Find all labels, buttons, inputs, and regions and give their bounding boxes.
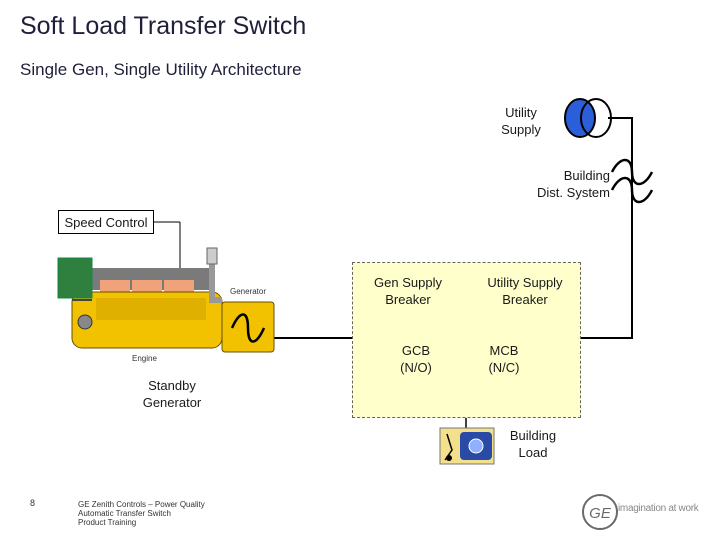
generator-illustration — [221, 301, 275, 353]
svg-text:GE: GE — [589, 505, 612, 522]
building-load-label: Building Load — [509, 428, 557, 460]
page-title: Soft Load Transfer Switch — [20, 12, 307, 40]
utility-transformer-icon — [564, 98, 612, 138]
mcb-label: MCB (N/C) — [488, 343, 520, 375]
utility-supply-breaker-label: Utility Supply Breaker — [487, 275, 563, 307]
building-dist-ac-icon — [610, 158, 654, 204]
engine-illustration — [57, 247, 223, 349]
standby-generator-label: Standby Generator — [142, 378, 202, 410]
gen-supply-breaker-label: Gen Supply Breaker — [374, 275, 442, 307]
generator-small-label: Generator — [230, 287, 267, 296]
speed-control-box: Speed Control — [58, 210, 154, 234]
gcb-label: GCB (N/O) — [400, 343, 432, 375]
brand-tagline: imagination at work — [618, 503, 699, 514]
utility-supply-label: Utility Supply — [501, 105, 541, 137]
building-dist-label: Building Dist. System — [537, 168, 610, 200]
building-load-icon — [439, 427, 495, 465]
page-subtitle: Single Gen, Single Utility Architecture — [20, 60, 302, 79]
engine-small-label: Engine — [132, 354, 157, 363]
switchgear-panel — [352, 262, 581, 418]
footer-note: GE Zenith Controls – Power Quality Autom… — [78, 500, 205, 527]
ge-logo: GE — [582, 494, 618, 530]
page-number: 8 — [30, 498, 36, 508]
